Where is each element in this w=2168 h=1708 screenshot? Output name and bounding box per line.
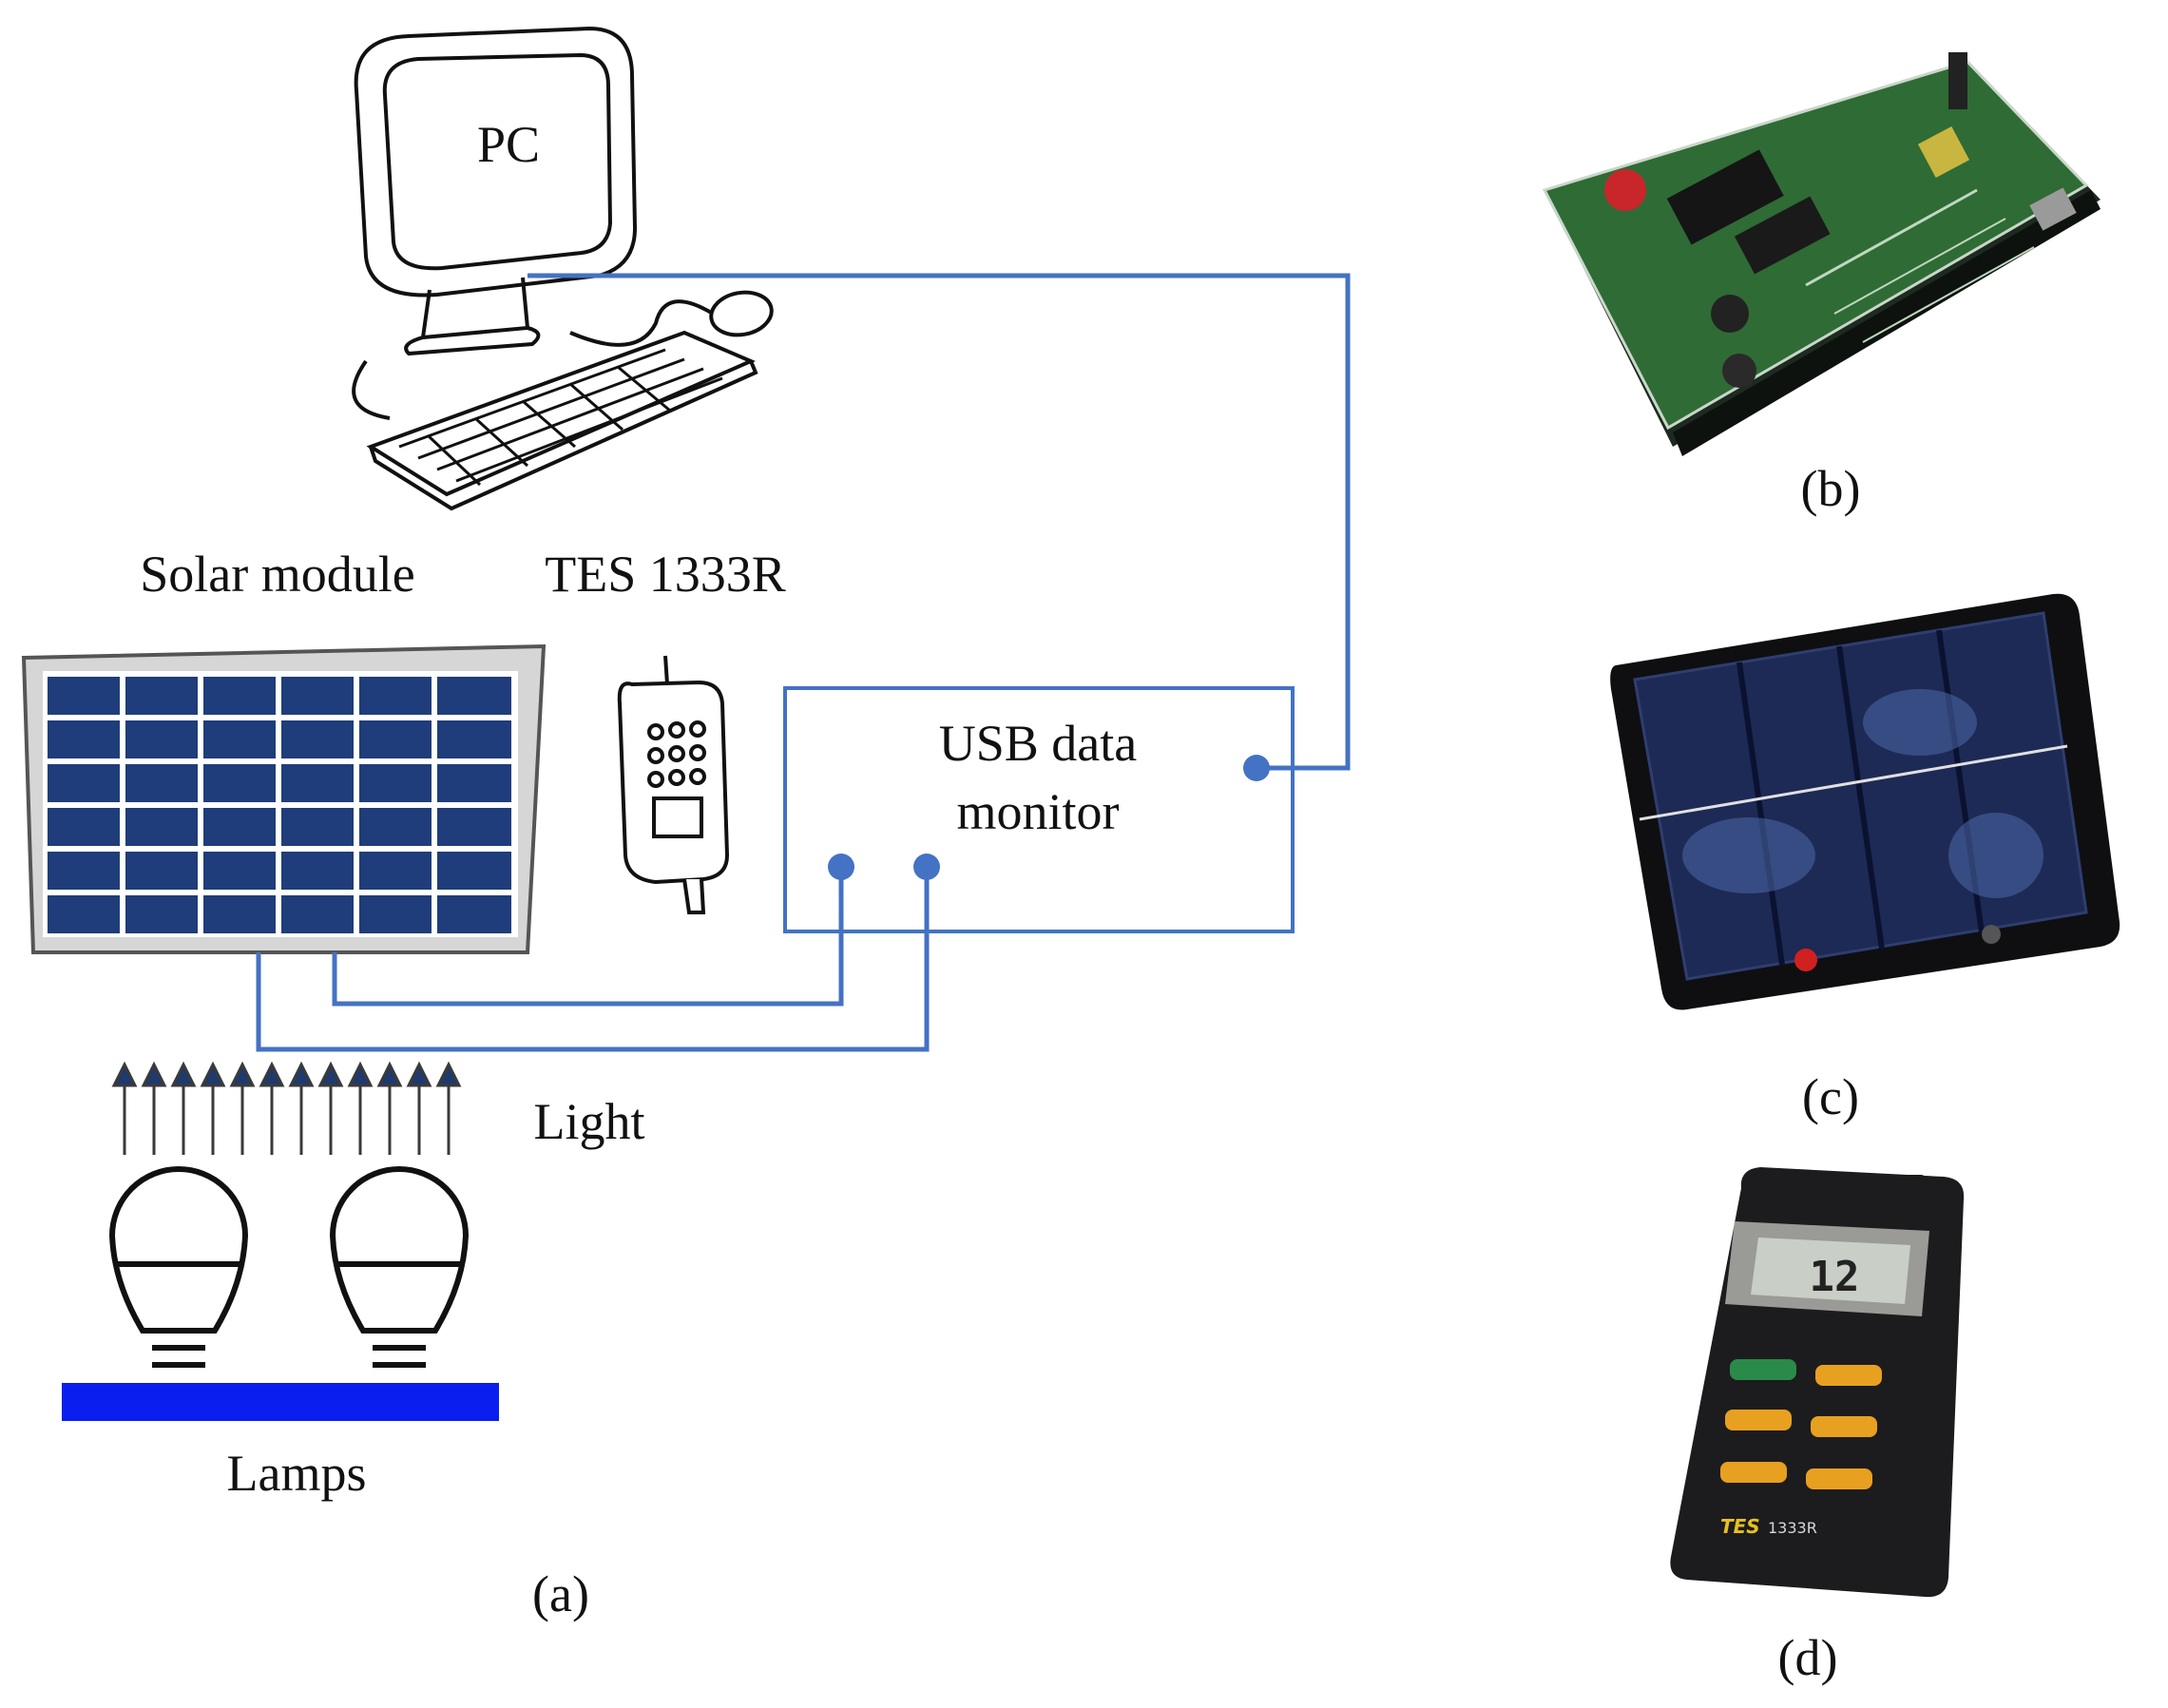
terminal-dot-2: [913, 854, 940, 880]
light-label: Light: [534, 1093, 645, 1150]
lamps-label: Lamps: [227, 1445, 367, 1502]
meter-display-reading: 12: [1810, 1253, 1860, 1301]
red-connector-icon: [1604, 169, 1646, 211]
solar-module-icon: [21, 643, 547, 954]
wire-pc-to-monitor: [528, 273, 1351, 771]
meter-model: 1333R: [1768, 1519, 1817, 1537]
photo-b-circuit-board: [1542, 52, 2101, 456]
usb-monitor-label-line1: USB data: [939, 715, 1138, 772]
panel-a-caption: (a): [532, 1565, 589, 1622]
pc-monitor-icon: [352, 26, 638, 420]
caption-c: (c): [1802, 1068, 1859, 1125]
terminal-dot-pc: [1243, 755, 1270, 781]
lamp-icon-left: [108, 1166, 249, 1368]
photo-d-tes-meter: 12 TES 1333R: [1670, 1167, 1965, 1598]
caption-d: (d): [1778, 1629, 1838, 1686]
wire-panel-to-monitor-2: [256, 867, 930, 1052]
light-arrows: [111, 1061, 462, 1155]
pc-label: PC: [477, 116, 540, 173]
wire-panel-to-monitor-1: [332, 867, 844, 1007]
solar-module-label: Solar module: [140, 546, 414, 603]
lamp-base-bar: [62, 1383, 499, 1421]
usb-monitor-label-line2: monitor: [957, 783, 1120, 840]
connection-wires: [256, 273, 1351, 1052]
usb-monitor-box: [783, 686, 1295, 933]
meter-buttons: [1720, 1359, 1882, 1489]
red-led-icon: [1794, 949, 1817, 971]
caption-b: (b): [1801, 460, 1861, 517]
mouse-icon: [569, 290, 774, 347]
board-components: [1604, 52, 2077, 388]
tes-meter-icon: [617, 655, 730, 914]
keyboard-icon: [366, 330, 758, 511]
terminal-dot-1: [828, 854, 854, 880]
schematic-diagram: PC Solar module: [21, 26, 1351, 1622]
tes-meter-label: TES 1333R: [545, 546, 786, 603]
meter-brand: TES: [1720, 1515, 1760, 1538]
lamp-icon-right: [329, 1166, 470, 1368]
photo-c-solar-panel: [1610, 593, 2120, 1010]
